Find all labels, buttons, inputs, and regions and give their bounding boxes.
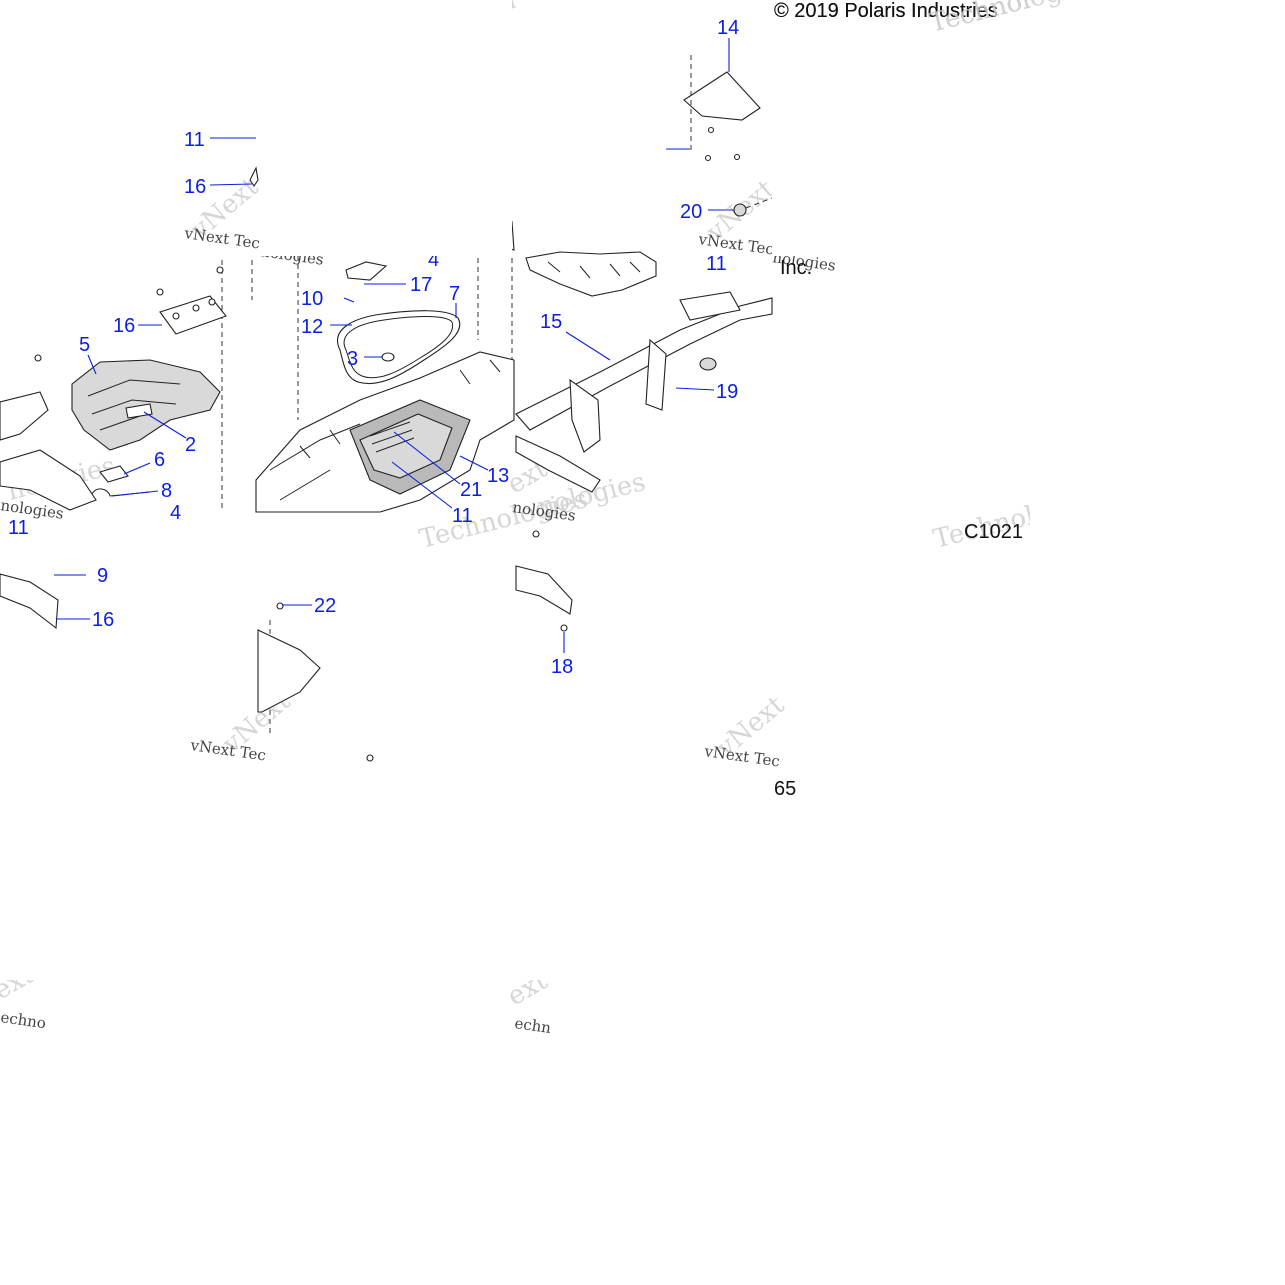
watermark-echn-1: echno <box>0 1008 47 1032</box>
callout-11-top: 11 <box>184 129 205 151</box>
seal-part <box>337 310 461 385</box>
callout-17-mid: 17 <box>410 274 432 296</box>
callout-4-left: 4 <box>170 502 181 524</box>
bracket-top <box>249 166 259 187</box>
callout-21: 21 <box>460 479 482 501</box>
callout-7: 7 <box>449 283 460 305</box>
callout-16-top: 16 <box>184 176 206 198</box>
lower-bracket <box>515 565 573 615</box>
pad-part <box>345 261 388 281</box>
plate-part <box>683 71 761 121</box>
callout-12: 12 <box>301 316 323 338</box>
callout-11-left: 11 <box>8 517 29 539</box>
callout-11-mid: 11 <box>452 505 473 527</box>
side-rail-left-1 <box>0 391 49 441</box>
callout-16-bottom: 16 <box>92 609 114 631</box>
bracket-left <box>159 295 227 335</box>
callout-15: 15 <box>540 311 562 333</box>
side-rail-left-3 <box>0 573 59 630</box>
callout-20: 20 <box>680 201 702 223</box>
lower-rack-section <box>257 629 321 713</box>
figure-code: C1021 <box>964 521 1023 543</box>
callout-11-right: 11 <box>706 253 727 275</box>
leader-lines <box>54 38 734 653</box>
watermark-echn-2: echn <box>513 1014 552 1037</box>
bumper-part <box>733 203 747 217</box>
callout-8: 8 <box>161 480 172 502</box>
callout-10: 10 <box>301 288 323 310</box>
copyright-text: © 2019 Polaris Industries <box>774 0 998 22</box>
watermark-vnext-tec-1: vNext Tec <box>182 224 261 253</box>
callout-3: 3 <box>347 348 358 370</box>
callout-16-left: 16 <box>113 315 135 337</box>
callout-14: 14 <box>717 17 739 39</box>
callout-18: 18 <box>551 656 573 678</box>
inc-text: Inc. <box>780 257 812 279</box>
callout-22: 22 <box>314 595 336 617</box>
callout-19: 19 <box>716 381 738 403</box>
latch-part <box>99 465 129 483</box>
side-rail-left-2 <box>0 449 97 511</box>
callout-4-top: 4 <box>428 249 439 271</box>
callout-6: 6 <box>154 449 165 471</box>
callout-2: 2 <box>185 434 196 456</box>
pin-part <box>91 488 151 497</box>
callout-13: 13 <box>487 465 509 487</box>
copyright-text-overlay: © 2019 Polaris Industries <box>774 0 998 22</box>
callout-9: 9 <box>97 565 108 587</box>
part-drawings <box>0 52 773 762</box>
callout-5: 5 <box>79 334 90 356</box>
page-number: 65 <box>774 778 796 800</box>
watermark-vnext-tec-4: vNext Tec <box>702 742 781 771</box>
